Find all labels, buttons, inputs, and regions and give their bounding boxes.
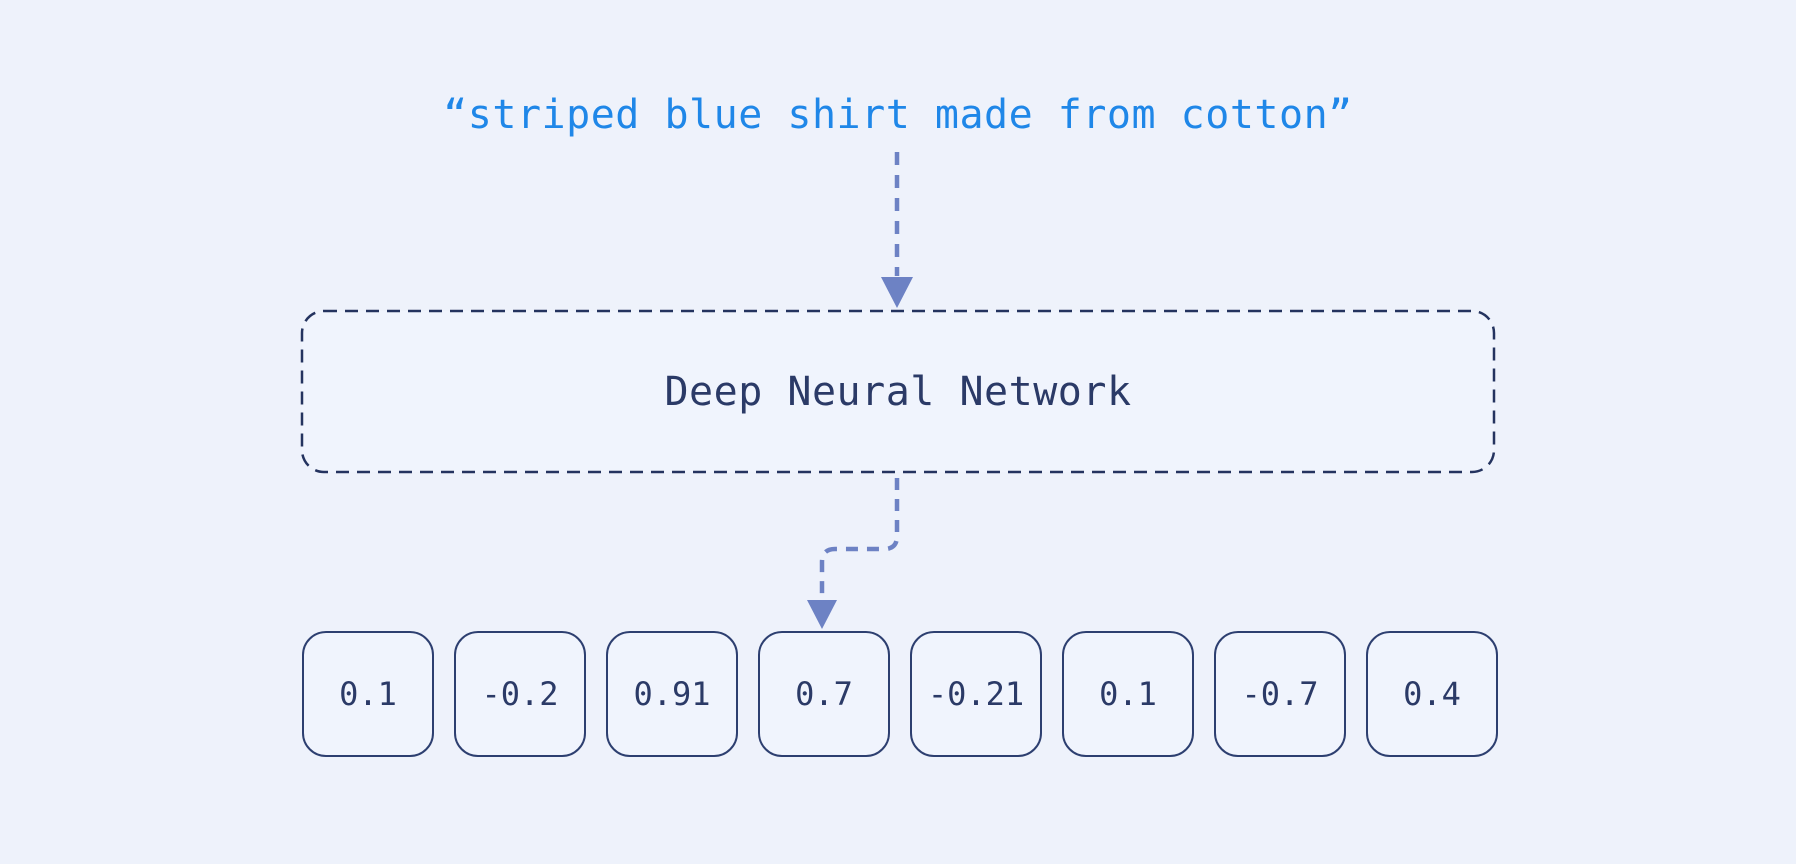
vector-value-box: -0.2 [454,631,586,757]
vector-value-label: 0.1 [339,675,397,713]
vector-value-label: -0.21 [927,675,1025,713]
vector-value-label: 0.91 [633,675,711,713]
dashed-arrow-bent-icon [807,478,900,629]
arrow-head [881,277,913,308]
vector-value-box: -0.21 [910,631,1042,757]
vector-value-label: 0.7 [795,675,853,713]
dnn-box: Deep Neural Network [302,311,1494,472]
vector-value-box: 0.4 [1366,631,1498,757]
dnn-box-label: Deep Neural Network [664,368,1132,415]
arrow-head [807,600,837,629]
vector-value-box: 0.7 [758,631,890,757]
embedding-vector-row: 0.1 -0.2 0.91 0.7 -0.21 0.1 -0.7 0.4 [302,631,1498,757]
dashed-arrow-down-icon [881,152,913,308]
vector-value-box: 0.91 [606,631,738,757]
vector-value-label: 0.1 [1099,675,1157,713]
vector-value-label: -0.2 [481,675,559,713]
vector-value-label: -0.7 [1241,675,1319,713]
input-text-quote: “striped blue shirt made from cotton” [443,92,1353,138]
arrow-shaft [819,478,900,598]
vector-value-box: 0.1 [1062,631,1194,757]
vector-value-box: -0.7 [1214,631,1346,757]
vector-value-label: 0.4 [1403,675,1461,713]
vector-value-box: 0.1 [302,631,434,757]
